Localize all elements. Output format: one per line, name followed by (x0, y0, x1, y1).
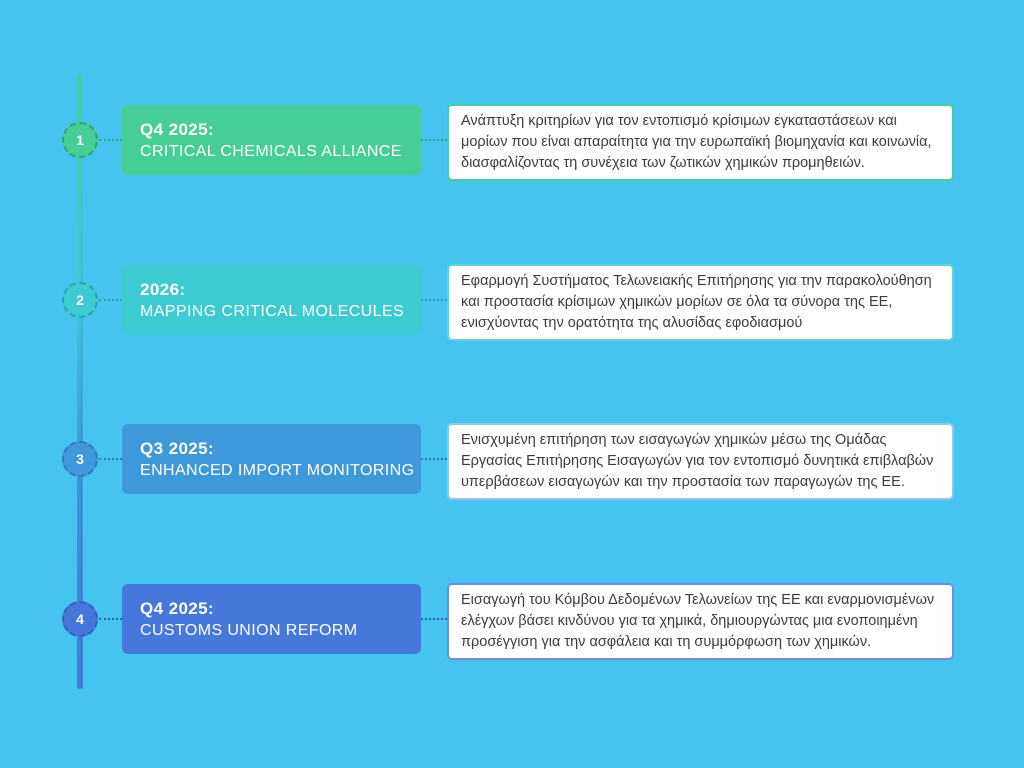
title-to-description-connector (421, 458, 447, 460)
milestone-title-box: Q4 2025: CRITICAL CHEMICALS ALLIANCE (122, 105, 421, 175)
step-number: 2 (76, 292, 84, 308)
milestone-date: Q4 2025: (140, 119, 215, 139)
milestone-description: Ανάπτυξη κριτηρίων για τον εντοπισμό κρί… (461, 113, 932, 172)
title-to-description-connector (421, 299, 447, 301)
circle-to-title-connector (99, 618, 122, 620)
step-number: 4 (76, 611, 84, 627)
milestone-description: Εφαρμογή Συστήματος Τελωνειακής Επιτήρησ… (461, 273, 932, 332)
milestone-date: Q3 2025: (140, 438, 215, 458)
step-number: 3 (76, 451, 84, 467)
milestone-date: 2026: (140, 279, 186, 299)
milestone-description: Ενισχυμένη επιτήρηση των εισαγωγών χημικ… (461, 432, 934, 491)
circle-to-title-connector (99, 299, 122, 301)
milestone-title-box: Q3 2025: ENHANCED IMPORT MONITORING (122, 424, 421, 494)
step-number-circle: 3 (62, 441, 98, 477)
milestone-title-box: 2026: MAPPING CRITICAL MOLECULES (122, 265, 421, 335)
milestone-description: Εισαγωγή του Κόμβου Δεδομένων Τελωνείων … (461, 592, 935, 651)
step-number-circle: 2 (62, 282, 98, 318)
milestone-description-box: Εφαρμογή Συστήματος Τελωνειακής Επιτήρησ… (447, 264, 954, 342)
milestone-description-box: Ενισχυμένη επιτήρηση των εισαγωγών χημικ… (447, 423, 954, 501)
title-to-description-connector (421, 139, 447, 141)
milestone-title: ENHANCED IMPORT MONITORING (140, 461, 415, 479)
milestone-title-box: Q4 2025: CUSTOMS UNION REFORM (122, 584, 421, 654)
milestone-title: CRITICAL CHEMICALS ALLIANCE (140, 142, 402, 160)
milestone-title: CUSTOMS UNION REFORM (140, 621, 358, 639)
step-number: 1 (76, 132, 84, 148)
timeline-line (77, 75, 83, 689)
milestone-title: MAPPING CRITICAL MOLECULES (140, 302, 405, 320)
step-number-circle: 1 (62, 122, 98, 158)
milestone-date: Q4 2025: (140, 598, 215, 618)
step-number-circle: 4 (62, 601, 98, 637)
circle-to-title-connector (99, 139, 122, 141)
milestone-description-box: Εισαγωγή του Κόμβου Δεδομένων Τελωνείων … (447, 583, 954, 661)
circle-to-title-connector (99, 458, 122, 460)
milestone-description-box: Ανάπτυξη κριτηρίων για τον εντοπισμό κρί… (447, 104, 954, 182)
title-to-description-connector (421, 618, 447, 620)
